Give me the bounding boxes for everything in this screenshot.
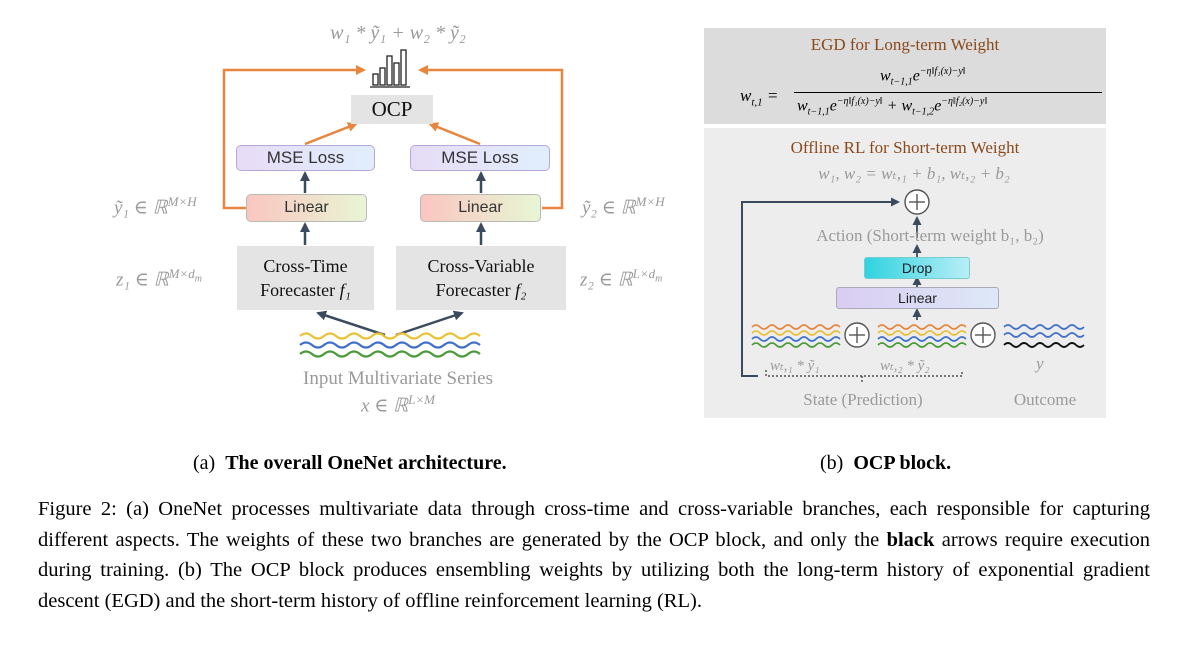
z1-label: z₁ ∈ ℝ	[116, 269, 169, 291]
egd-panel	[704, 28, 1106, 124]
mse-loss-left: MSE Loss	[236, 145, 375, 171]
y2-label: ỹ₂ ∈ ℝ	[582, 197, 636, 219]
add-icon-right	[970, 322, 996, 348]
mse-loss-right-label: MSE Loss	[441, 148, 519, 167]
egd-numerator: wt−1,1e−η‖f₁(x)−y‖	[880, 66, 966, 88]
cross-variable-forecaster: Cross-Variable Forecaster f₂	[396, 246, 566, 310]
rl-formula: w₁, w₂ = wₜ,₁ + b₁, wₜ,₂ + b₂	[818, 164, 1010, 183]
z1-sup: M×d	[168, 266, 195, 281]
z1-sub: m	[194, 273, 202, 285]
z2-label: z₂ ∈ ℝ	[580, 269, 633, 291]
caption-bold: black	[886, 528, 935, 551]
figure-caption: Figure 2: (a) OneNet processes multivari…	[38, 494, 1150, 616]
egd-den2-w: w	[901, 97, 913, 115]
egd-num-exp: −η‖f₁(x)−y‖	[919, 66, 966, 77]
z2-dimension: z₂ ∈ ℝL×dm	[580, 266, 662, 291]
subcaption-b-prefix: (b)	[820, 452, 844, 474]
y2-dimension: ỹ₂ ∈ ℝM×H	[582, 194, 665, 219]
forecaster1-symbol: f₁	[339, 280, 351, 300]
forecaster2-symbol: f₂	[515, 280, 527, 300]
egd-den1-sub: t−1,1	[807, 106, 830, 118]
subcaption-a-title: The overall OneNet architecture.	[225, 452, 507, 474]
z2-sup: L×d	[632, 266, 656, 281]
linear-right-label: Linear	[458, 199, 503, 216]
egd-lhs: wt,1 =	[740, 86, 779, 109]
rl-title: Offline RL for Short-term Weight	[790, 138, 1020, 157]
egd-title: EGD for Long-term Weight	[810, 35, 1000, 54]
y1-dimension: ỹ₁ ∈ ℝM×H	[114, 194, 197, 219]
ensemble-formula: w₁ * ỹ₁ + w₂ * ỹ₂	[330, 22, 466, 44]
egd-fraction-bar	[794, 92, 1102, 94]
caption-part1: Figure 2: (a) OneNet processes multivari…	[38, 498, 1150, 551]
outcome-label: Outcome	[1013, 390, 1077, 409]
mse-loss-right: MSE Loss	[410, 145, 550, 171]
z1-dimension: z₁ ∈ ℝM×dm	[116, 266, 202, 291]
egd-den2-exp: −η‖f₂(x)−y‖	[941, 96, 988, 107]
forecaster2-title: Cross-Variable	[427, 256, 535, 276]
linear-right: Linear	[420, 194, 541, 222]
caption-part2: arrows require execution during training…	[38, 528, 1150, 612]
drop-label: Drop	[901, 260, 933, 276]
add-icon-left	[844, 322, 870, 348]
egd-lhs-sub: t,1	[751, 96, 763, 109]
forecaster1-subtitle: Forecaster	[260, 280, 340, 300]
input-series-dimension: x ∈ ℝL×M	[330, 392, 466, 417]
y1-label: ỹ₁ ∈ ℝ	[114, 197, 168, 219]
egd-den1-exp: −η‖f₁(x)−y‖	[836, 96, 883, 107]
rl-linear-label: Linear	[898, 290, 937, 306]
egd-lhs-w: w	[740, 86, 752, 105]
subcaption-a-prefix: (a)	[193, 452, 216, 474]
drop-block: Drop	[864, 257, 970, 279]
state-term-1: wₜ,₁ * ỹ₁	[770, 358, 820, 374]
forecaster2-subtitle: Forecaster	[435, 280, 516, 300]
ocp-box: OCP	[351, 95, 433, 124]
panel-a-arrows	[222, 49, 564, 358]
input-math: x ∈ ℝ	[361, 395, 409, 417]
state-label: State (Prediction)	[803, 390, 923, 409]
forecaster1-title: Cross-Time	[263, 256, 348, 276]
cross-time-forecaster: Cross-Time Forecaster f₁	[237, 246, 374, 310]
state-term-2: wₜ,₂ * ỹ₂	[880, 358, 930, 374]
ocp-label: OCP	[371, 97, 413, 121]
input-series-label: Input Multivariate Series	[303, 368, 493, 389]
subcaption-b-title: OCP block.	[853, 452, 952, 474]
egd-den2-sub: t−1,2	[912, 106, 935, 118]
z2-sub: m	[655, 273, 663, 285]
y2-sup: M×H	[635, 194, 665, 209]
input-sup: L×M	[408, 392, 435, 407]
linear-left: Linear	[246, 194, 367, 222]
linear-left-label: Linear	[284, 199, 329, 216]
add-icon-top	[904, 189, 930, 215]
panel-b-diagram	[741, 189, 1085, 384]
subcaption-a: (a) The overall OneNet architecture.	[193, 452, 507, 475]
mse-loss-left-label: MSE Loss	[266, 148, 345, 167]
egd-den1-w: w	[797, 97, 808, 115]
y1-sup: M×H	[167, 194, 197, 209]
egd-num-sub: t−1,1	[890, 76, 913, 88]
bar-chart-icon	[370, 49, 410, 88]
subcaption-b: (b) OCP block.	[820, 452, 951, 475]
egd-denominator: wt−1,1e−η‖f₁(x)−y‖ + wt−1,2e−η‖f₂(x)−y‖	[797, 96, 988, 118]
rl-linear-block: Linear	[836, 287, 999, 309]
action-label: Action (Short-term weight b₁, b₂)	[816, 226, 1044, 245]
egd-num-w: w	[880, 67, 891, 85]
outcome-y: y	[1036, 354, 1044, 373]
